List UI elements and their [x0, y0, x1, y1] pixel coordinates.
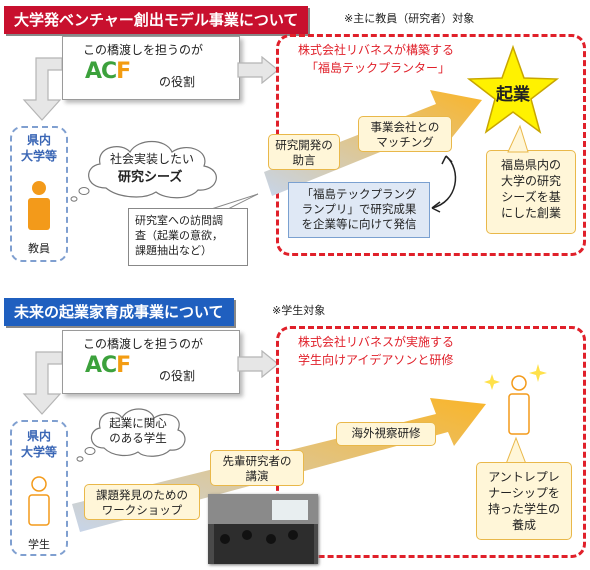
- startup-result-box: 福島県内の 大学の研究 シーズを基 にした創業: [486, 150, 576, 234]
- section1-title: 大学発ベンチャー創出モデル事業について: [4, 6, 309, 34]
- entrepreneur-result-box: アントレプレ ナーシップを 持った学生の 養成: [476, 462, 572, 540]
- section1-note: ※主に教員（研究者）対象: [344, 12, 475, 25]
- down-arrow-icon-2: [22, 351, 63, 415]
- section2-note: ※学生対象: [272, 304, 326, 317]
- university-label-2: 県内 大学等: [20, 429, 57, 459]
- grand-prix-box: 「福島テックプラング ランプリ」で研究成果 を企業等に向けて発信: [288, 182, 430, 238]
- rivanes-line1: 株式会社リバネスが構築する: [298, 43, 455, 57]
- photo-audience: [214, 524, 314, 564]
- bridge-text: この橋渡しを担うのが: [83, 43, 204, 57]
- right-arrow-icon: [237, 56, 279, 84]
- rivanes-region-2: [276, 326, 586, 558]
- result-pointer: [507, 124, 529, 153]
- rivanes-line2: 「福島テックプランター」: [306, 61, 451, 75]
- star-icon: [466, 44, 560, 134]
- cloud-tail-icon-2: [76, 447, 96, 462]
- teacher-person-icon: [28, 181, 50, 230]
- section2-title: 未来の起業家育成事業について: [4, 298, 234, 326]
- cloud-line2: 研究シーズ: [118, 170, 183, 185]
- photo-head: [220, 534, 230, 544]
- acf-logo: ACF: [85, 59, 131, 84]
- sparkle-icon: [484, 364, 547, 390]
- bridge-text-2: この橋渡しを担うのが: [83, 337, 204, 351]
- step-workshop: 課題発見のための ワークショップ: [84, 484, 200, 520]
- cloud2-text: 起業に関心 のある学生: [109, 416, 167, 445]
- photo-head: [242, 530, 252, 540]
- role-text: の役割: [159, 75, 196, 89]
- photo-head: [288, 530, 298, 540]
- acf-logo-2: ACF: [85, 353, 131, 378]
- right-arrow-icon-2: [237, 350, 279, 378]
- photo-screen: [272, 500, 308, 520]
- rivanes2-line2: 学生向けアイデアソンと研修: [298, 353, 454, 367]
- student-label: 学生: [28, 538, 50, 551]
- cloud-line1: 社会実装したい: [110, 152, 195, 166]
- university-label: 県内 大学等: [20, 133, 57, 163]
- curved-arrow-icon: [431, 155, 457, 213]
- workshop-photo: [208, 494, 318, 564]
- down-arrow-icon: [22, 57, 63, 121]
- step-lecture: 先輩研究者の 講演: [210, 450, 304, 486]
- acf-logo-text-2: ACF: [85, 353, 131, 378]
- cloud-tail-icon: [70, 187, 90, 202]
- photo-head: [266, 534, 276, 544]
- star-label: 起業: [496, 85, 530, 105]
- rivanes2-line1: 株式会社リバネスが実施する: [298, 335, 455, 349]
- teacher-label: 教員: [28, 242, 50, 255]
- entrepreneur-person-icon: [508, 375, 530, 435]
- step-research-advice: 研究開発の 助言: [268, 134, 340, 170]
- bridge-box-2: この橋渡しを担うのが ACF の役割: [62, 330, 240, 394]
- cloud-icon-2: [90, 408, 186, 457]
- step-matching: 事業会社との マッチング: [358, 116, 452, 152]
- bridge-box: この橋渡しを担うのが ACF の役割: [62, 36, 240, 100]
- step-overseas-training: 海外視察研修: [336, 422, 436, 446]
- visit-callout: 研究室への訪問調 査（起業の意欲， 課題抽出など）: [128, 208, 248, 266]
- cloud-icon: [88, 140, 217, 199]
- student-person-icon: [28, 476, 50, 526]
- acf-logo-text: ACF: [85, 59, 131, 84]
- role-text-2: の役割: [159, 369, 196, 383]
